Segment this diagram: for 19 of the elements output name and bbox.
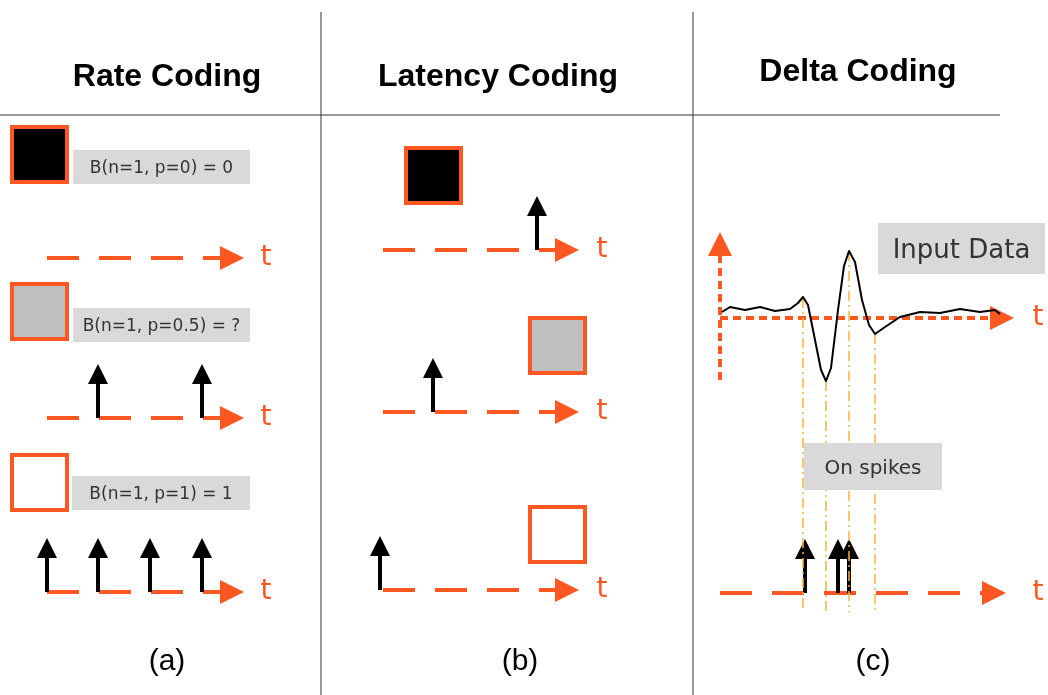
panel-label: (a) [148, 645, 186, 675]
axis-label: t [596, 396, 608, 424]
text-label-box: B(n=1, p=0) = 0 [73, 150, 250, 184]
axis-label: t [596, 234, 608, 262]
panel-label: (b) [501, 645, 539, 675]
column-heading: Latency Coding [378, 59, 618, 91]
axis-label: t [260, 576, 272, 604]
axis-label: t [1032, 577, 1044, 605]
axis-label: t [1032, 302, 1044, 330]
text-label-box: Input Data [878, 223, 1045, 274]
text-label-box: B(n=1, p=1) = 1 [72, 476, 250, 510]
panel-label: (c) [855, 645, 891, 675]
axis-label: t [260, 402, 272, 430]
text-label-box: On spikes [804, 443, 942, 490]
column-heading: Rate Coding [72, 59, 262, 91]
column-heading: Delta Coding [759, 54, 957, 86]
text-label-box: B(n=1, p=0.5) = ? [73, 308, 250, 342]
axis-label: t [596, 574, 608, 602]
axis-label: t [260, 242, 272, 270]
